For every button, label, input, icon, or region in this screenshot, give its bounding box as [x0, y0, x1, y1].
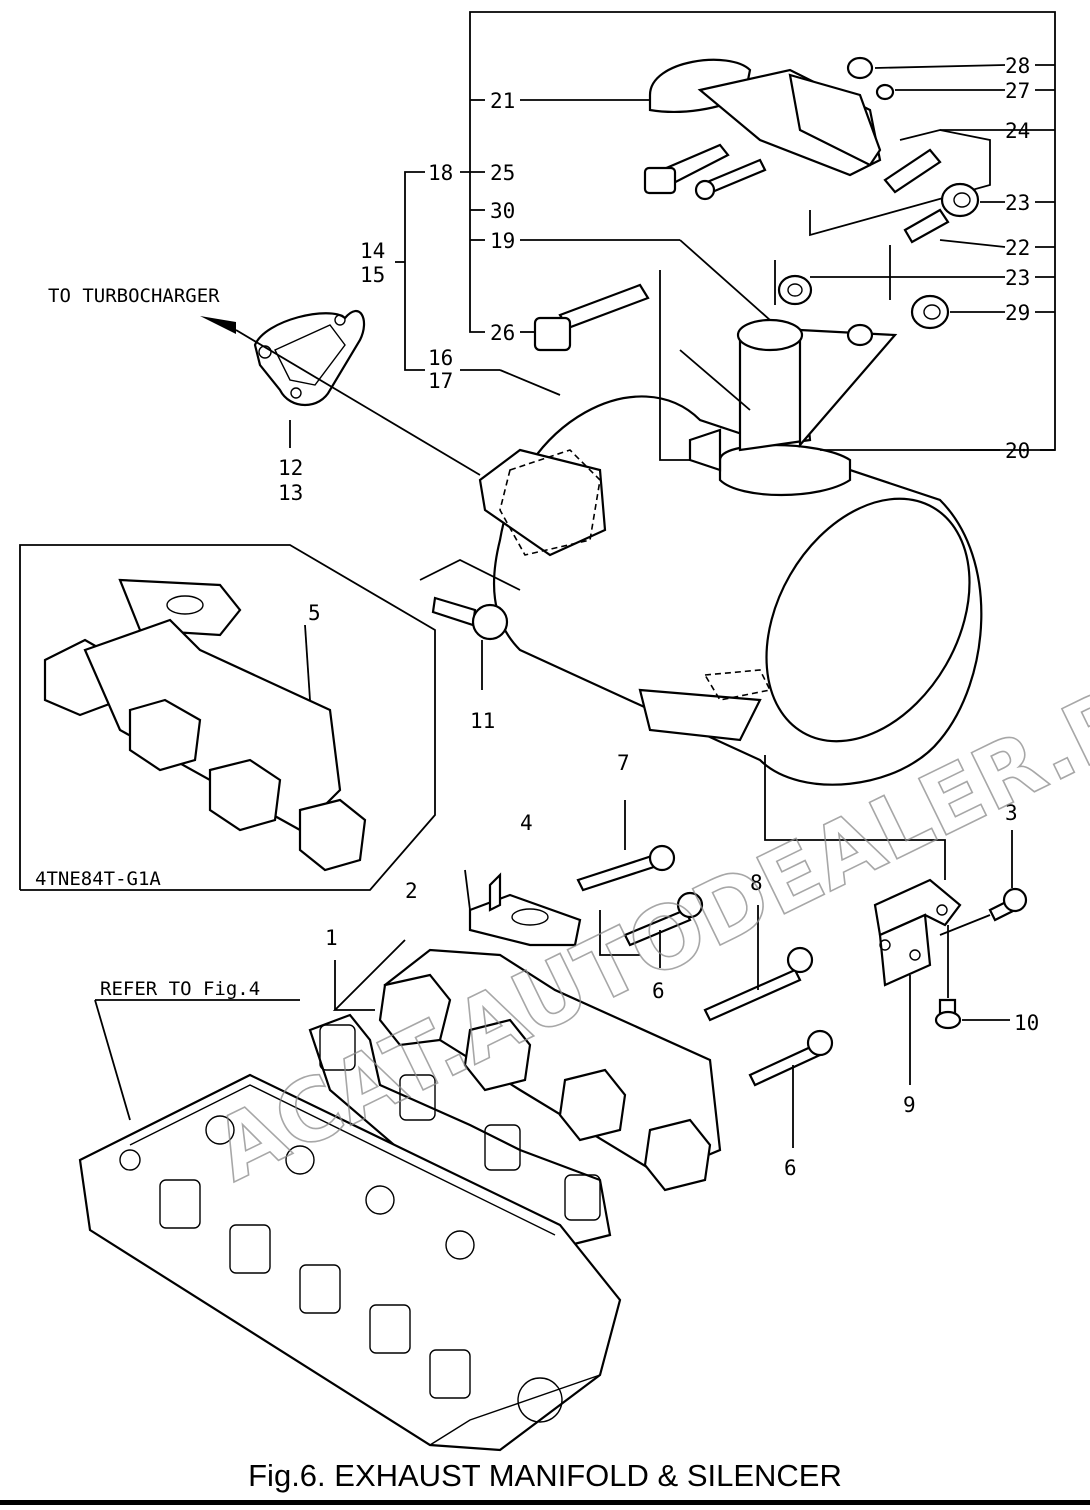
- support-bracket: [764, 755, 1028, 1085]
- callout-19: 19: [490, 229, 515, 253]
- callout-16: 16: [428, 346, 453, 370]
- callout-1: 1: [325, 926, 338, 950]
- bolts-upper: [520, 143, 767, 352]
- callout-26: 26: [490, 321, 515, 345]
- callout-12: 12: [278, 456, 303, 480]
- manifold-bolts: [576, 800, 834, 1148]
- callout-14: 14: [360, 239, 385, 263]
- bolt-11: [419, 558, 521, 690]
- upper-bracket-frame: [469, 11, 1056, 451]
- heat-shield-part: [648, 58, 1035, 237]
- callout-6a: 6: [652, 979, 665, 1003]
- callout-numbers: 1 2 3 4 5 6 6 7 8 9 10 11 12 13 14 15 16…: [278, 54, 1039, 1180]
- callout-22: 22: [1005, 236, 1030, 260]
- callout-9: 9: [903, 1093, 916, 1117]
- callout-18: 18: [428, 161, 453, 185]
- leader-26-frame: [659, 270, 690, 461]
- variant-label: 4TNE84T-G1A: [35, 868, 161, 890]
- callout-4: 4: [520, 811, 533, 835]
- callout-2: 2: [405, 879, 418, 903]
- callout-5: 5: [308, 601, 321, 625]
- callout-7: 7: [617, 751, 630, 775]
- bottom-rule: [0, 1500, 1090, 1505]
- silencer-body: [478, 318, 983, 786]
- callout-15: 15: [360, 263, 385, 287]
- callout-11: 11: [470, 709, 495, 733]
- callout-17: 17: [428, 369, 453, 393]
- turbo-gasket: [200, 310, 481, 476]
- callout-21: 21: [490, 89, 515, 113]
- callout-30: 30: [490, 199, 515, 223]
- callout-27: 27: [1005, 79, 1030, 103]
- to-turbocharger-label: TO TURBOCHARGER: [48, 285, 220, 307]
- washers-nuts: [774, 56, 1006, 330]
- callout-3: 3: [1005, 801, 1018, 825]
- variant-inset: [19, 544, 436, 891]
- callout-29: 29: [1005, 301, 1030, 325]
- exhaust-manifold: [332, 869, 722, 1192]
- bracket-14-15: [395, 171, 561, 396]
- figure-caption: Fig.6. EXHAUST MANIFOLD & SILENCER: [248, 1458, 842, 1493]
- callout-23a: 23: [1005, 191, 1030, 215]
- arrow-to-turbo-icon: [200, 316, 236, 334]
- callout-23b: 23: [1005, 266, 1030, 290]
- callout-8: 8: [750, 871, 763, 895]
- callout-10: 10: [1014, 1011, 1039, 1035]
- cylinder-head: [78, 999, 622, 1452]
- callout-20: 20: [1005, 439, 1030, 463]
- callout-28: 28: [1005, 54, 1030, 78]
- callout-6b: 6: [784, 1156, 797, 1180]
- callout-13: 13: [278, 481, 303, 505]
- callout-24: 24: [1005, 119, 1030, 143]
- callout-25: 25: [490, 161, 515, 185]
- refer-label: REFER TO Fig.4: [100, 978, 260, 1000]
